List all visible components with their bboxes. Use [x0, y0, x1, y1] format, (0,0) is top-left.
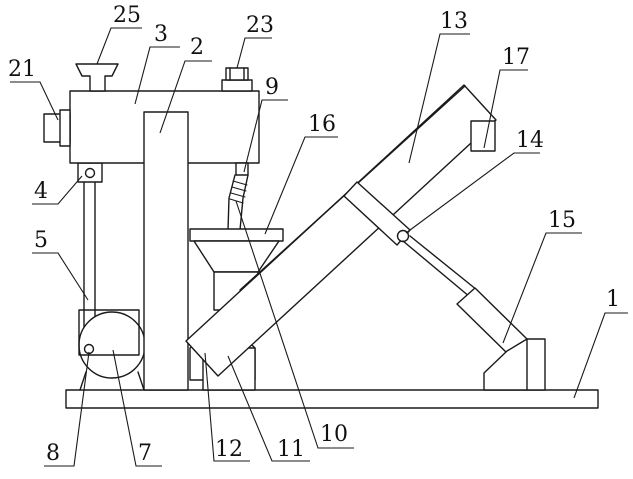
actuator-mount — [484, 339, 545, 390]
label-16: 16 — [308, 112, 336, 137]
leader-5 — [32, 253, 88, 300]
label-12: 12 — [215, 437, 243, 462]
label-21: 21 — [8, 57, 36, 82]
base-plate — [66, 390, 598, 408]
label-25: 25 — [113, 3, 141, 28]
top-bracket — [471, 121, 495, 151]
side-motor-flange — [60, 110, 70, 146]
top-fitting-base — [222, 80, 252, 91]
flexible-pipe — [228, 175, 248, 230]
label-13: 13 — [440, 9, 468, 34]
actuator-rod — [403, 236, 477, 297]
label-1: 1 — [606, 287, 620, 312]
label-4: 4 — [34, 179, 48, 204]
label-7: 7 — [138, 441, 152, 466]
label-14: 14 — [516, 128, 544, 153]
label-15: 15 — [548, 208, 576, 233]
label-10: 10 — [320, 422, 348, 447]
top-hopper — [76, 64, 118, 91]
vertical-column — [144, 112, 188, 390]
label-17: 17 — [502, 45, 530, 70]
label-11: 11 — [277, 437, 305, 462]
label-9: 9 — [265, 75, 279, 100]
label-3: 3 — [154, 22, 168, 47]
leader-23 — [237, 38, 272, 68]
label-23: 23 — [246, 13, 274, 38]
label-2: 2 — [190, 35, 204, 60]
hinge-pin-top — [86, 169, 95, 178]
funnel-rim — [190, 229, 283, 241]
label-5: 5 — [34, 228, 48, 253]
label-8: 8 — [46, 441, 60, 466]
leader-1 — [574, 313, 628, 398]
leader-25 — [97, 28, 142, 64]
